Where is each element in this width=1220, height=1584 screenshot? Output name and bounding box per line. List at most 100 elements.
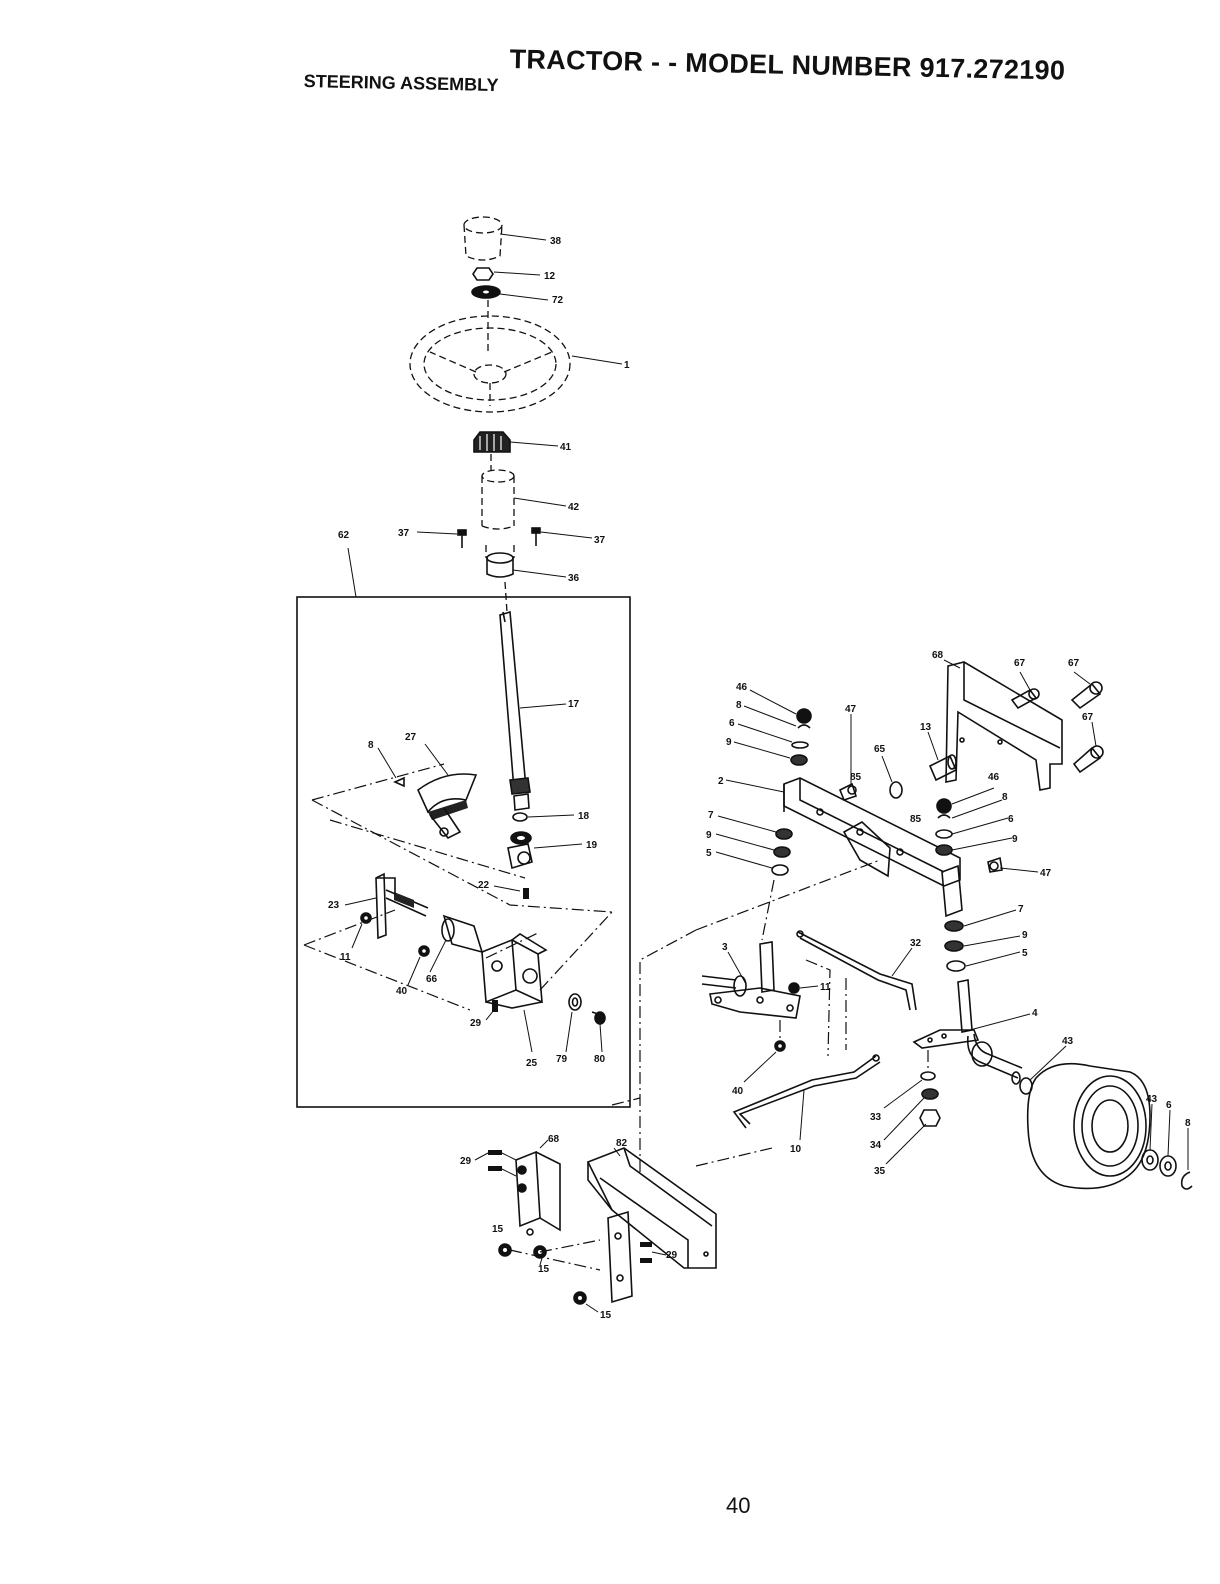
callout-4: 4 bbox=[1032, 1008, 1038, 1019]
callout-42: 42 bbox=[568, 502, 580, 513]
callout-5-right: 5 bbox=[1022, 948, 1028, 959]
washers-33-35 bbox=[919, 1071, 941, 1127]
callout-80: 80 bbox=[594, 1054, 606, 1065]
washer-79 bbox=[568, 993, 582, 1011]
callout-25: 25 bbox=[526, 1058, 538, 1069]
callout-22: 22 bbox=[478, 880, 490, 891]
front-frame-82 bbox=[586, 1147, 717, 1269]
callout-67-b: 67 bbox=[1068, 658, 1080, 669]
callout-1: 1 bbox=[624, 360, 630, 371]
callout-6-left: 6 bbox=[729, 718, 735, 729]
callout-85-left: 85 bbox=[850, 772, 862, 783]
callout-62: 62 bbox=[338, 530, 350, 541]
callout-72: 72 bbox=[552, 295, 564, 306]
spindle-housing-right bbox=[941, 864, 963, 918]
nut-11-axle bbox=[788, 982, 800, 994]
stack-left-lower bbox=[771, 828, 793, 876]
spindle-left-3 bbox=[701, 941, 801, 1019]
nut-40-axle bbox=[774, 1040, 786, 1052]
spacer-13 bbox=[928, 754, 958, 782]
stack-right-lower bbox=[944, 920, 966, 972]
callout-15-a: 15 bbox=[492, 1224, 504, 1235]
callout-17: 17 bbox=[568, 699, 580, 710]
callout-82: 82 bbox=[616, 1138, 628, 1149]
callout-5-left: 5 bbox=[706, 848, 712, 859]
callout-15-b: 15 bbox=[538, 1264, 550, 1275]
grease-fitting-47-right bbox=[987, 856, 1003, 873]
callout-11-axle: 11 bbox=[820, 982, 831, 993]
callout-8-wheel: 8 bbox=[1185, 1118, 1191, 1129]
tie-rod-32 bbox=[796, 930, 917, 1011]
bolt-22 bbox=[523, 888, 529, 899]
bolts-29-right bbox=[640, 1242, 652, 1263]
stack-left-upper bbox=[790, 708, 812, 766]
callout-40-axle: 40 bbox=[732, 1086, 744, 1097]
callout-46-left: 46 bbox=[736, 682, 748, 693]
callout-19: 19 bbox=[586, 840, 598, 851]
callout-29-kit: 29 bbox=[470, 1018, 482, 1029]
callout-46-right: 46 bbox=[988, 772, 1000, 783]
callout-8-kit: 8 bbox=[368, 740, 374, 751]
bolt-37-right bbox=[531, 527, 541, 546]
callout-9-left-lower: 9 bbox=[706, 830, 712, 841]
callout-66: 66 bbox=[426, 974, 438, 985]
spindle-right-4 bbox=[912, 979, 1023, 1085]
steering-arm-23 bbox=[375, 872, 429, 940]
clip-8 bbox=[393, 776, 405, 788]
washer-72 bbox=[471, 285, 501, 299]
adapter-36 bbox=[485, 545, 515, 578]
callout-67-c: 67 bbox=[1082, 712, 1094, 723]
nut-40 bbox=[418, 945, 430, 957]
steering-cap-38 bbox=[463, 216, 503, 261]
callout-65-left: 65 bbox=[874, 744, 886, 755]
bushing-66 bbox=[441, 914, 484, 954]
stack-right-upper bbox=[935, 798, 953, 856]
callout-37-right: 37 bbox=[594, 535, 606, 546]
bolt-37-left bbox=[457, 529, 467, 548]
callout-43-outer: 43 bbox=[1146, 1094, 1158, 1105]
callout-32: 32 bbox=[910, 938, 922, 949]
callout-9-right-lower: 9 bbox=[1022, 930, 1028, 941]
callout-12: 12 bbox=[544, 271, 556, 282]
callout-41: 41 bbox=[560, 442, 572, 453]
callout-7-right: 7 bbox=[1018, 904, 1024, 915]
front-wheel bbox=[1026, 1062, 1151, 1190]
bolt-29-kit bbox=[492, 1000, 498, 1012]
bolts-67 bbox=[1010, 681, 1104, 774]
callout-47-left: 47 bbox=[845, 704, 857, 715]
callout-68-upper: 68 bbox=[932, 650, 944, 661]
callout-47-right: 47 bbox=[1040, 868, 1052, 879]
callout-labels: 38 12 72 1 41 42 37 37 62 36 17 27 8 18 … bbox=[328, 236, 1191, 1321]
callout-38: 38 bbox=[550, 236, 562, 247]
callout-34: 34 bbox=[870, 1140, 882, 1151]
nut-11 bbox=[360, 912, 372, 924]
bushing-41 bbox=[473, 431, 511, 453]
callout-68-lower: 68 bbox=[548, 1134, 560, 1145]
callout-35: 35 bbox=[874, 1166, 886, 1177]
callout-6-right: 6 bbox=[1008, 814, 1014, 825]
callout-8-left: 8 bbox=[736, 700, 742, 711]
callout-9-right-upper: 9 bbox=[1012, 834, 1018, 845]
steering-sleeve-42 bbox=[481, 469, 515, 530]
callout-67-a: 67 bbox=[1014, 658, 1026, 669]
nut-12 bbox=[472, 267, 494, 281]
washer-18 bbox=[512, 812, 528, 822]
callout-18: 18 bbox=[578, 811, 590, 822]
callout-23: 23 bbox=[328, 900, 340, 911]
washers-43-6-clip-8 bbox=[1141, 1149, 1193, 1190]
mounting-bracket-68-upper bbox=[945, 661, 1063, 791]
callout-33: 33 bbox=[870, 1112, 882, 1123]
bolt-80 bbox=[591, 1011, 606, 1025]
grease-fitting-47-left bbox=[838, 782, 858, 801]
kit-outline-62 bbox=[296, 596, 631, 1108]
callout-37-left: 37 bbox=[398, 528, 410, 539]
callout-10: 10 bbox=[790, 1144, 802, 1155]
callout-36: 36 bbox=[568, 573, 580, 584]
callout-6-wheel: 6 bbox=[1166, 1100, 1172, 1111]
page-number: 40 bbox=[726, 1493, 751, 1518]
callout-27: 27 bbox=[405, 732, 417, 743]
drag-link-10 bbox=[732, 1054, 881, 1129]
bolts-29-left bbox=[488, 1150, 517, 1177]
callout-2: 2 bbox=[718, 776, 724, 787]
